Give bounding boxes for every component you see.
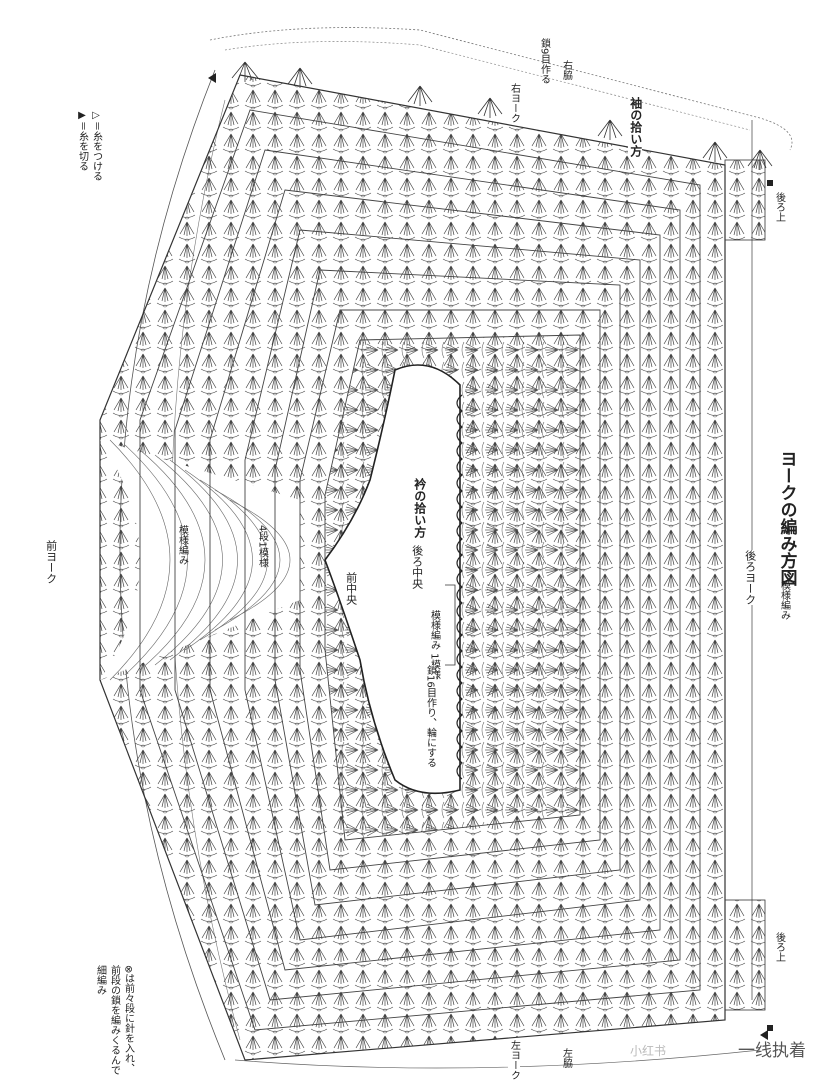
- collar-pickup-label: 衿の拾い方: [412, 478, 427, 538]
- back-upper-top-label: 後ろ上: [773, 192, 785, 222]
- note-line1: ⊗は前々段に針を入れ、: [122, 965, 134, 1074]
- watermark-faint: 小红书: [630, 1044, 667, 1058]
- front-arcs: [109, 439, 291, 681]
- diagram-title: ヨークの編み方図: [776, 450, 797, 586]
- back-upper-block-top: [724, 159, 766, 241]
- bottom-guide: [234, 1049, 761, 1069]
- pattern-label-top: 模様編み: [778, 580, 790, 620]
- back-upper-marker-bottom: [767, 1025, 773, 1031]
- chain9-label: 鎖9目作る: [538, 38, 550, 85]
- right-yoke-label: 右ヨーク: [508, 83, 520, 123]
- thread-attach-marker: [208, 73, 216, 83]
- front-yoke-label: 前ヨーク: [44, 540, 58, 584]
- legend-cut: ▶＝糸を切る: [76, 110, 88, 171]
- left-yoke-label: 左ヨーク: [508, 1040, 520, 1080]
- neck-scallops: [456, 394, 463, 780]
- back-center-label: 後ろ中央: [410, 545, 424, 589]
- back-yoke-label: 後ろヨーク: [743, 550, 757, 605]
- back-upper-marker-top: [767, 180, 773, 186]
- thread-cut-marker: [760, 1030, 768, 1040]
- legend-attach: ▷＝糸をつける: [90, 110, 102, 181]
- back-center-bracket: [445, 584, 456, 666]
- outer-guide-dotted-2: [224, 41, 751, 131]
- note-line3: 細編み: [94, 965, 106, 995]
- pattern-label-left: 模様編み: [176, 525, 188, 565]
- right-side-label: 右脇: [560, 60, 572, 80]
- front-fan-area: [100, 440, 300, 680]
- top-fans: [231, 61, 773, 170]
- note-line2: 前段の鎖を編みくるんで: [108, 965, 120, 1075]
- back-upper-block-bottom: [724, 899, 766, 1011]
- left-side-label: 左脇: [560, 1048, 572, 1068]
- rows-label: 4段1模様: [256, 525, 268, 568]
- pattern-one-label: 模様編み 1模様: [428, 610, 440, 680]
- sleeve-pickup-label: 袖の拾い方: [628, 97, 643, 157]
- instruction-row16: 鎖16目作り、輪にする: [424, 665, 436, 768]
- front-center-label: 前中央: [344, 572, 358, 605]
- back-upper-bottom-label: 後ろ上: [773, 932, 785, 962]
- watermark-text: 一线执着: [738, 1041, 806, 1061]
